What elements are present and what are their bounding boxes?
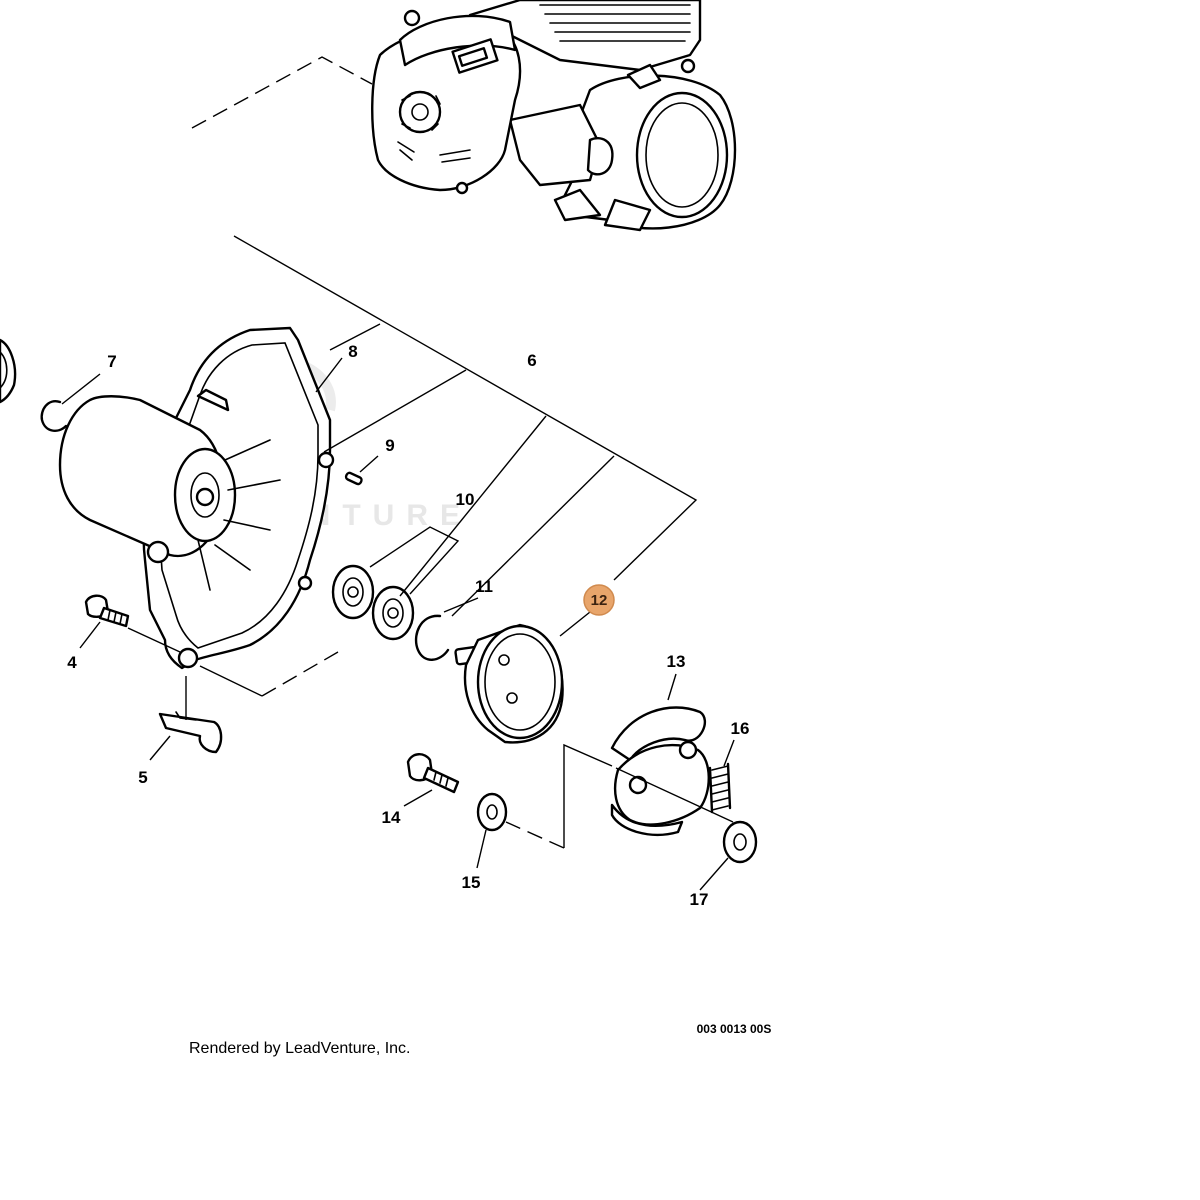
callout-4[interactable]: 4 (67, 653, 77, 672)
drawing-code: 003 0013 00S (697, 1022, 772, 1036)
pin-9[interactable] (344, 471, 363, 486)
callout-15[interactable]: 15 (462, 873, 481, 892)
callout-8[interactable]: 8 (348, 342, 357, 361)
group-bracket-6 (233, 235, 698, 581)
callouts: 4 5 6 7 8 9 10 11 12 13 14 15 16 17 (67, 342, 749, 909)
bearing-10b[interactable] (371, 585, 415, 641)
washer-15[interactable] (476, 792, 508, 832)
clutch-drum-12[interactable] (454, 623, 564, 744)
engine-assembly[interactable] (371, 0, 737, 232)
washer-17[interactable] (722, 820, 758, 864)
callout-9[interactable]: 9 (385, 436, 394, 455)
clutch-shoe-13[interactable] (610, 706, 710, 837)
engine-leader (191, 56, 373, 129)
clamp-5[interactable] (158, 711, 223, 754)
callout-11[interactable]: 11 (475, 577, 493, 596)
callout-12-highlight[interactable]: 12 (583, 584, 615, 616)
render-credit: Rendered by LeadVenture, Inc. (189, 1040, 411, 1057)
callout-5[interactable]: 5 (138, 768, 147, 787)
spring-16[interactable] (708, 762, 732, 814)
highlight-badge (583, 584, 615, 616)
screw-14[interactable] (406, 753, 460, 794)
callout-12[interactable]: 12 (591, 592, 608, 609)
callout-13[interactable]: 13 (667, 652, 686, 671)
partial-part-detail (0, 351, 8, 389)
circlip-7[interactable] (40, 400, 68, 432)
bearing-10a[interactable] (331, 564, 375, 620)
circlip-11[interactable] (414, 614, 450, 661)
callout-6[interactable]: 6 (527, 351, 536, 370)
screw-4[interactable] (84, 594, 130, 628)
leader-lines (61, 323, 735, 891)
callout-10[interactable]: 10 (456, 490, 475, 509)
callout-16[interactable]: 16 (731, 719, 750, 738)
callout-17[interactable]: 17 (690, 890, 709, 909)
callout-7[interactable]: 7 (107, 352, 116, 371)
callout-14[interactable]: 14 (382, 808, 401, 827)
fan-housing[interactable] (58, 326, 335, 670)
